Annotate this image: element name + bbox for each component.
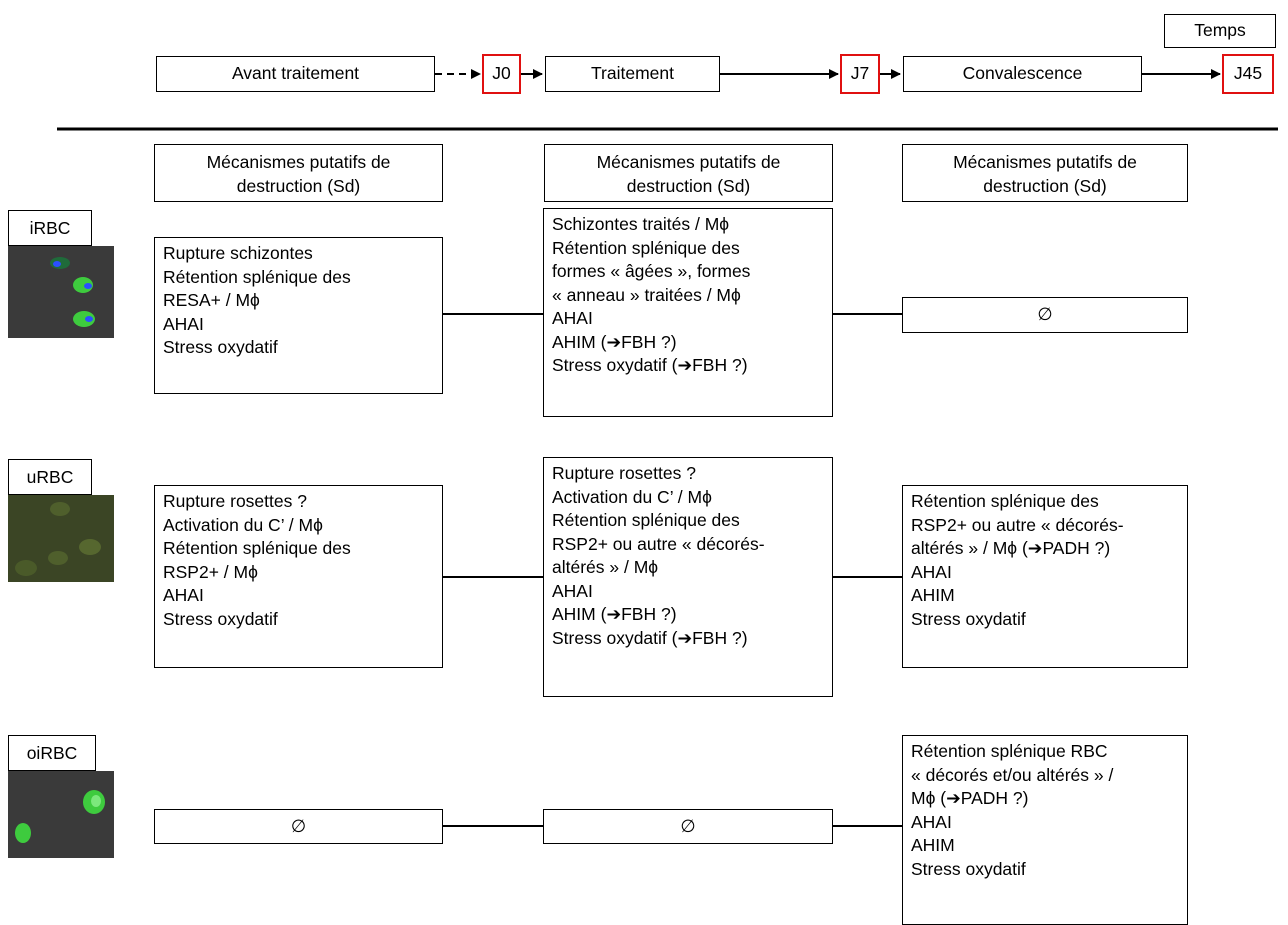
mechanism-item: AHIM (➔FBH ?) xyxy=(552,331,677,352)
irbc-convalescence-cell: ∅ xyxy=(902,297,1188,333)
mechanism-item: Stress oxydatif (➔FBH ?) xyxy=(552,627,748,648)
marker-j0: J0 xyxy=(482,54,521,94)
mechanism-item: Stress oxydatif xyxy=(163,337,278,357)
time-label: Temps xyxy=(1164,14,1276,48)
header-line: destruction (Sd) xyxy=(626,175,751,196)
mechanism-item: altérés » / Mϕ xyxy=(552,557,659,577)
mechanism-item: Stress oxydatif xyxy=(163,608,278,629)
mechanism-item: Activation du C’ / Mϕ xyxy=(552,486,712,507)
mechanism-item: altérés » / Mϕ (➔PADH ?) xyxy=(911,538,1111,558)
mechanism-item: Stress oxydatif (➔FBH ?) xyxy=(552,355,748,375)
mechanism-item: AHAI xyxy=(911,811,952,832)
urbc-micrograph xyxy=(8,495,114,582)
mechanism-item: « décorés et/ou altérés » / xyxy=(911,764,1114,785)
mechanism-item: Rétention splénique des xyxy=(163,538,351,558)
mechanism-item: Stress oxydatif xyxy=(911,608,1026,629)
mechanism-item: Activation du C’ / Mϕ xyxy=(163,514,323,535)
mechanism-item: Rupture schizontes xyxy=(163,243,313,263)
oirbc-avant-traitement-cell: ∅ xyxy=(154,809,443,844)
mechanism-item: Rupture rosettes ? xyxy=(163,491,307,511)
urbc-avant-traitement-cell: Rupture rosettes ? Activation du C’ / Mϕ… xyxy=(154,485,443,668)
mechanism-item: Rétention splénique des xyxy=(911,491,1099,511)
header-line: Mécanismes putatifs de xyxy=(953,152,1137,172)
mechanism-item: Rétention splénique RBC xyxy=(911,741,1108,761)
header-line: Mécanismes putatifs de xyxy=(206,152,391,172)
irbc-traitement-cell: Schizontes traités / Mϕ Rétention spléni… xyxy=(543,208,833,417)
oirbc-micrograph-image xyxy=(8,771,114,858)
mechanism-item: Rétention splénique des xyxy=(552,510,740,530)
irbc-micrograph-image xyxy=(8,246,114,338)
mechanism-item: AHIM (➔FBH ?) xyxy=(552,604,677,624)
header-traitement: Mécanismes putatifs de destruction (Sd) xyxy=(544,144,833,202)
mechanism-item: « anneau » traitées / Mϕ xyxy=(552,284,741,305)
oirbc-micrograph xyxy=(8,771,114,858)
header-line: destruction (Sd) xyxy=(236,175,361,196)
header-avant-traitement: Mécanismes putatifs de destruction (Sd) xyxy=(154,144,443,202)
mechanism-item: RSP2+ ou autre « décorés- xyxy=(911,514,1124,535)
irbc-micrograph xyxy=(8,246,114,338)
marker-j45: J45 xyxy=(1222,54,1274,94)
oirbc-traitement-cell: ∅ xyxy=(543,809,833,844)
mechanism-item: Rupture rosettes ? xyxy=(552,463,696,483)
mechanism-item: RSP2+ / Mϕ xyxy=(163,561,258,582)
mechanism-item: AHIM xyxy=(911,585,955,605)
mechanism-item: Schizontes traités / Mϕ xyxy=(552,214,730,234)
mechanism-item: Rétention splénique des xyxy=(163,266,351,287)
mechanism-item: RESA+ / Mϕ xyxy=(163,290,260,310)
oirbc-convalescence-cell: Rétention splénique RBC « décorés et/ou … xyxy=(902,735,1188,925)
row-label-urbc: uRBC xyxy=(8,459,92,495)
mechanism-item: Stress oxydatif xyxy=(911,858,1026,879)
stage-traitement: Traitement xyxy=(545,56,720,92)
mechanism-item: Mϕ (➔PADH ?) xyxy=(911,788,1029,808)
mechanism-item: AHIM xyxy=(911,835,955,855)
mechanism-item: AHAI xyxy=(911,561,952,582)
header-line: Mécanismes putatifs de xyxy=(596,152,781,172)
stage-avant-traitement: Avant traitement xyxy=(156,56,435,92)
mechanism-item: AHAI xyxy=(163,313,204,334)
header-line: destruction (Sd) xyxy=(983,175,1107,196)
mechanism-item: Rétention splénique des xyxy=(552,237,740,258)
stage-convalescence: Convalescence xyxy=(903,56,1142,92)
mechanism-item: RSP2+ ou autre « décorés- xyxy=(552,533,765,554)
row-label-oirbc: oiRBC xyxy=(8,735,96,771)
urbc-traitement-cell: Rupture rosettes ? Activation du C’ / Mϕ… xyxy=(543,457,833,697)
mechanism-item: formes « âgées », formes xyxy=(552,261,751,281)
irbc-avant-traitement-cell: Rupture schizontes Rétention splénique d… xyxy=(154,237,443,394)
mechanism-item: AHAI xyxy=(163,585,204,605)
mechanism-item: AHAI xyxy=(552,308,593,328)
urbc-micrograph-image xyxy=(8,495,114,582)
urbc-convalescence-cell: Rétention splénique des RSP2+ ou autre «… xyxy=(902,485,1188,668)
row-label-irbc: iRBC xyxy=(8,210,92,246)
mechanism-item: AHAI xyxy=(552,580,593,601)
marker-j7: J7 xyxy=(840,54,880,94)
header-convalescence: Mécanismes putatifs de destruction (Sd) xyxy=(902,144,1188,202)
